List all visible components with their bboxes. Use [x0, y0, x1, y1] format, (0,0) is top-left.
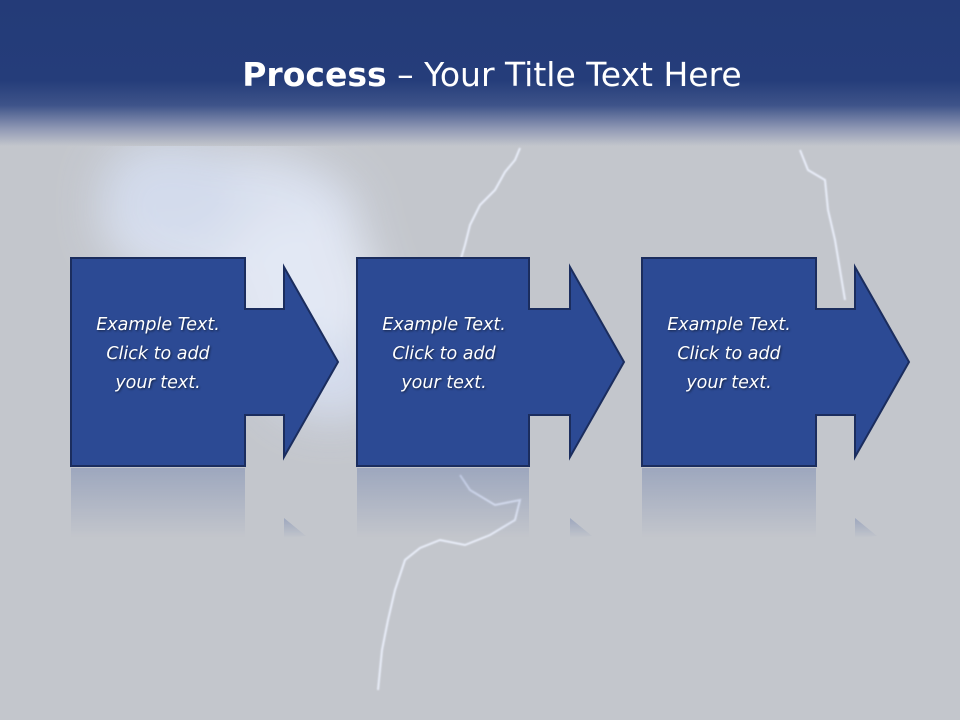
step-line: Example Text. — [96, 315, 220, 335]
step-arrow-shape — [356, 257, 626, 467]
step-line: Example Text. — [667, 315, 791, 335]
step-text[interactable]: Example Text. Click to add your text. — [362, 311, 526, 398]
process-step-2[interactable]: Example Text. Click to add your text. — [356, 257, 656, 467]
step-line: your text. — [686, 373, 772, 393]
process-step-3[interactable]: Example Text. Click to add your text. — [641, 257, 941, 467]
step-text[interactable]: Example Text. Click to add your text. — [647, 311, 811, 398]
step-text[interactable]: Example Text. Click to add your text. — [76, 311, 240, 398]
process-step-1[interactable]: Example Text. Click to add your text. — [70, 257, 370, 467]
step-arrow-shape — [70, 257, 340, 467]
step-line: Example Text. — [382, 315, 506, 335]
step-line: Click to add — [392, 344, 496, 364]
step-arrow-shape — [641, 257, 911, 467]
step-line: Click to add — [677, 344, 781, 364]
title-bar: Process – Your Title Text Here — [0, 0, 960, 146]
step-line: Click to add — [106, 344, 210, 364]
title-bold: Process — [242, 55, 387, 94]
step-line: your text. — [115, 373, 201, 393]
title-rest: – Your Title Text Here — [386, 55, 742, 94]
step-line: your text. — [401, 373, 487, 393]
slide-title[interactable]: Process – Your Title Text Here — [0, 52, 960, 98]
